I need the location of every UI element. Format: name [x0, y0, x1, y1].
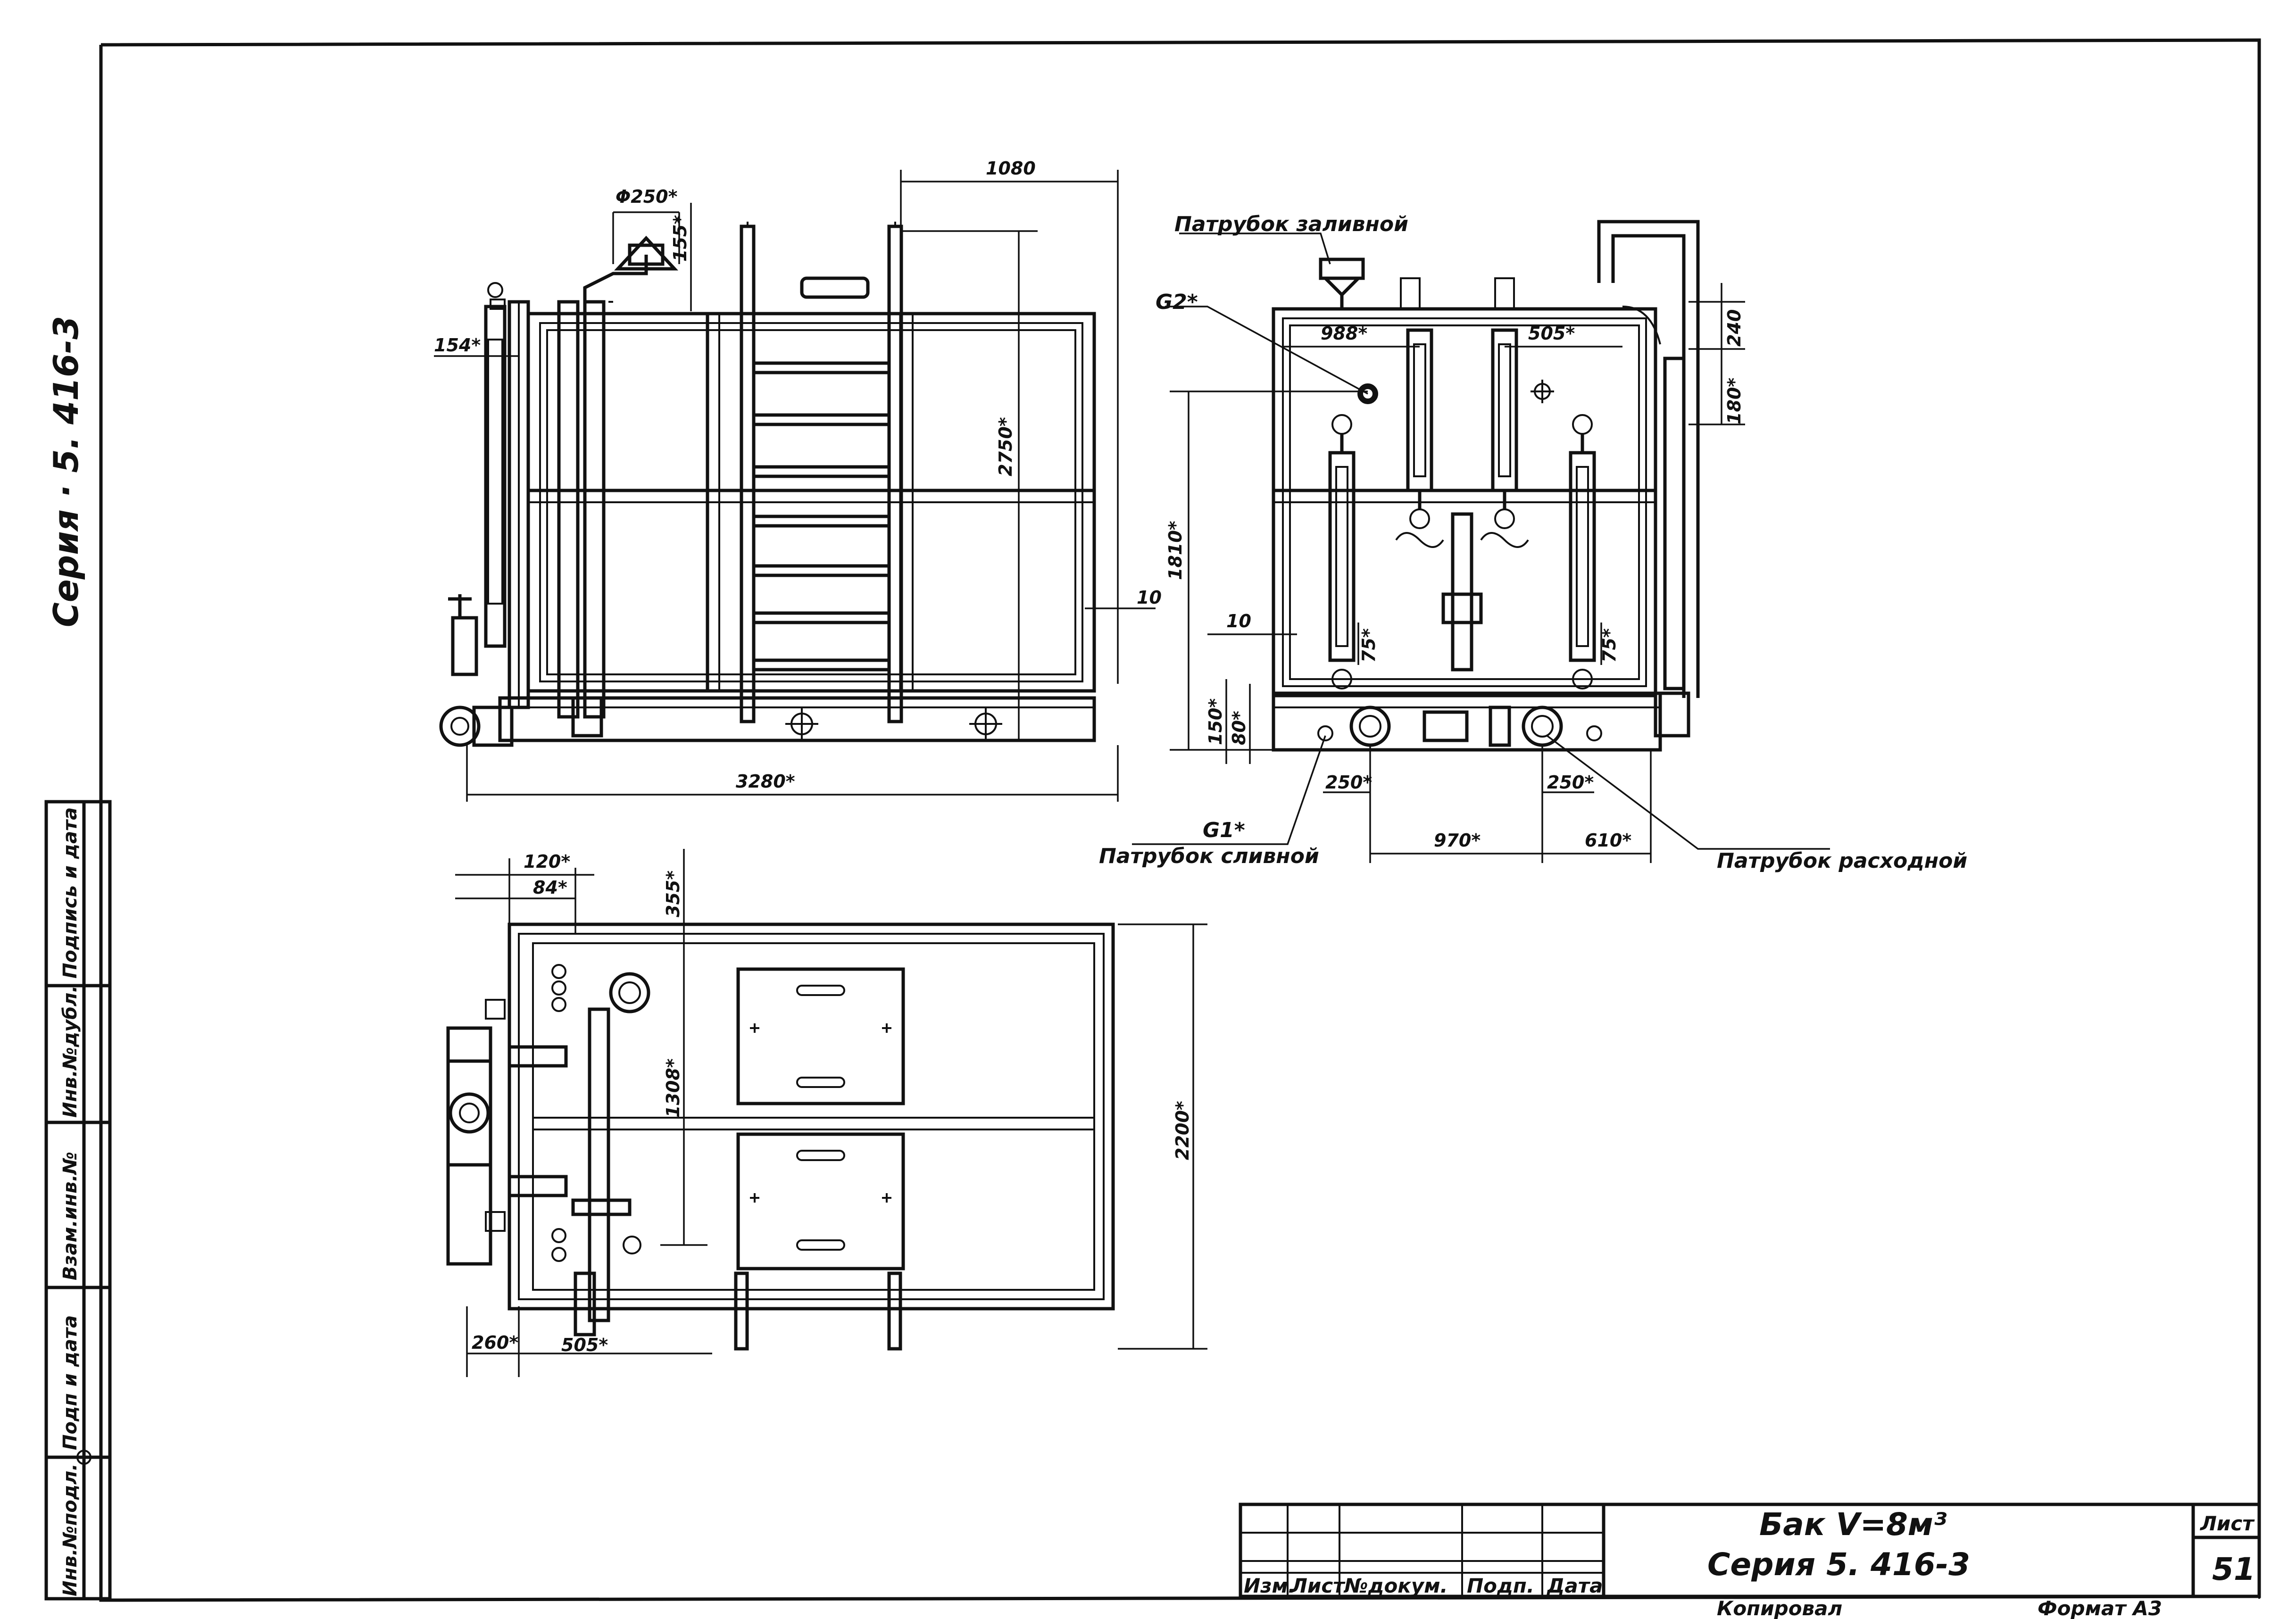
tb-sheet-label: Лист: [2199, 1512, 2255, 1535]
title-block: [1239, 1503, 2261, 1598]
dim-d250a: 250*: [1325, 772, 1372, 793]
dim-w3280: 3280*: [736, 771, 795, 792]
dim-d610: 610*: [1585, 830, 1631, 851]
dim-d80: 80*: [1229, 711, 1249, 745]
dim-d150: 150*: [1205, 698, 1226, 745]
tb-title: Бак V=8м³: [1759, 1506, 1947, 1543]
stamp-strip: [44, 800, 112, 1601]
drain-pipe-label: Патрубок сливной: [1099, 844, 1319, 868]
dim-plan-d505: 505*: [561, 1335, 608, 1355]
dim-d180: 180*: [1724, 378, 1745, 424]
tb-col-podp: Подп.: [1467, 1574, 1534, 1597]
stamp-col-inv-podl: Инв.№подл.: [59, 1463, 81, 1596]
stamp-col-inv-dubl: Инв.№дубл.: [59, 985, 81, 1118]
side-view: [1272, 220, 1700, 752]
dim-plan-d84: 84*: [533, 877, 567, 898]
fill-pipe-label: Патрубок заливной: [1174, 212, 1408, 236]
dim-d154: 154*: [434, 335, 481, 356]
g1-label: G1*: [1203, 818, 1245, 842]
tb-copied: Копировал: [1717, 1597, 1842, 1619]
dim-d75a: 75*: [1358, 628, 1379, 663]
dim-d988: 988*: [1321, 323, 1367, 344]
dim-d240: 240: [1724, 309, 1745, 347]
dim-d250b: 250*: [1547, 772, 1594, 793]
dim-plan-d260: 260*: [472, 1332, 518, 1353]
g2-label: G2*: [1156, 290, 1198, 314]
dim-d505: 505*: [1528, 323, 1575, 344]
tb-col-izm: Изм.: [1244, 1574, 1296, 1597]
tb-col-doc: №докум.: [1343, 1574, 1447, 1597]
dim-d75b: 75*: [1599, 628, 1620, 663]
dim-d250: Φ250*: [616, 186, 678, 207]
tb-col-date: Дата: [1546, 1574, 1603, 1597]
dim-w1080: 1080: [986, 158, 1036, 179]
dim-plan-d120: 120*: [524, 851, 570, 872]
tb-sheet-number: 51: [2212, 1551, 2255, 1587]
dim-h155: 155*: [670, 215, 690, 262]
dim-d970: 970*: [1434, 830, 1481, 851]
stamp-col-podpis-data: Подпись и дата: [59, 807, 81, 979]
side-view-dimensions: [1132, 232, 1830, 863]
tb-col-list: Лист: [1290, 1574, 1346, 1597]
sheet-frame: [99, 38, 2261, 1602]
front-view: [439, 222, 1096, 747]
front-view-dimensions: [434, 170, 1156, 802]
dim-d1810: 1810*: [1165, 521, 1186, 580]
dim-t10: 10: [1137, 587, 1162, 608]
dim-plan-d2200: 2200*: [1172, 1101, 1193, 1160]
dim-plan-d1308: 1308*: [663, 1058, 683, 1118]
dim-d10: 10: [1226, 611, 1251, 631]
outlet-pipe-label: Патрубок расходной: [1717, 849, 1967, 873]
plan-view: [446, 922, 1115, 1351]
dim-plan-d355: 355*: [663, 871, 683, 917]
dim-h2750: 2750*: [995, 417, 1016, 476]
tb-series: Серия 5. 416-3: [1707, 1546, 1970, 1583]
tb-format: Формат A3: [2038, 1597, 2162, 1619]
side-series-text: Серия · 5. 416-3: [46, 316, 86, 627]
stamp-col-podp-data: Подп и дата: [59, 1315, 81, 1450]
stamp-col-vzam-inv: Взам.инв.№: [59, 1152, 81, 1280]
plan-view-dimensions: [455, 849, 1207, 1377]
